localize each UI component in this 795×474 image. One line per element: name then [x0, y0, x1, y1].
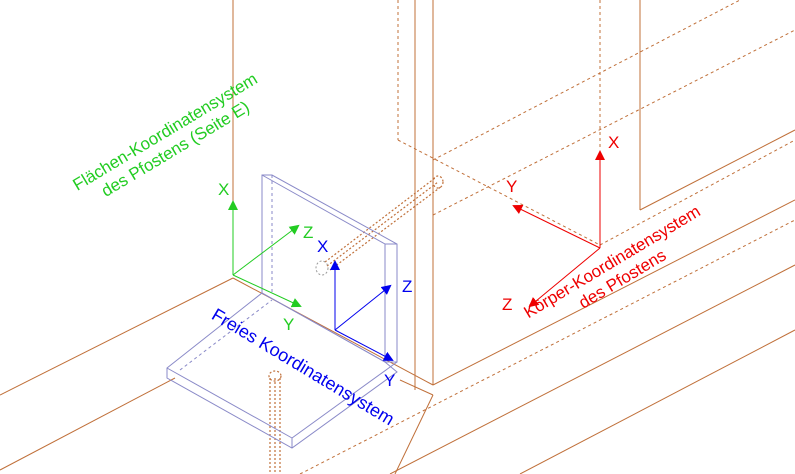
surface-coordinate-system — [228, 200, 302, 308]
body-z-label: Z — [502, 295, 512, 314]
free-x-label: X — [317, 237, 328, 256]
surface-z-axis — [232, 224, 300, 276]
free-coordinate-system — [330, 260, 394, 361]
body-system-caption: Körper-Koordinatensystem des Pfostens — [521, 202, 704, 322]
body-y-axis — [512, 205, 601, 249]
surface-y-label: Y — [283, 315, 294, 334]
free-system-caption: Freies Koordinatensystem — [208, 304, 398, 429]
angle-bracket — [166, 174, 398, 449]
screw-diagonal — [324, 175, 444, 271]
body-y-label: Y — [506, 177, 517, 196]
surface-x-label: X — [218, 180, 229, 199]
free-z-label: Z — [402, 277, 412, 296]
surface-caption-line1: Flächen-Koordinatensystem — [69, 69, 260, 194]
surface-z-label: Z — [303, 223, 313, 242]
free-y-axis — [334, 329, 394, 361]
body-coordinate-system — [512, 150, 605, 308]
body-x-label: X — [608, 133, 619, 152]
surface-system-caption: Flächen-Koordinatensystem des Pfostens (… — [69, 69, 260, 200]
surface-y-axis — [232, 274, 302, 308]
free-y-label: Y — [384, 371, 395, 390]
free-caption-line1: Freies Koordinatensystem — [208, 304, 398, 429]
body-z-axis — [528, 247, 601, 308]
free-z-axis — [334, 284, 392, 331]
body-caption-line1: Körper-Koordinatensystem — [521, 202, 704, 322]
screw-vertical — [268, 370, 282, 474]
